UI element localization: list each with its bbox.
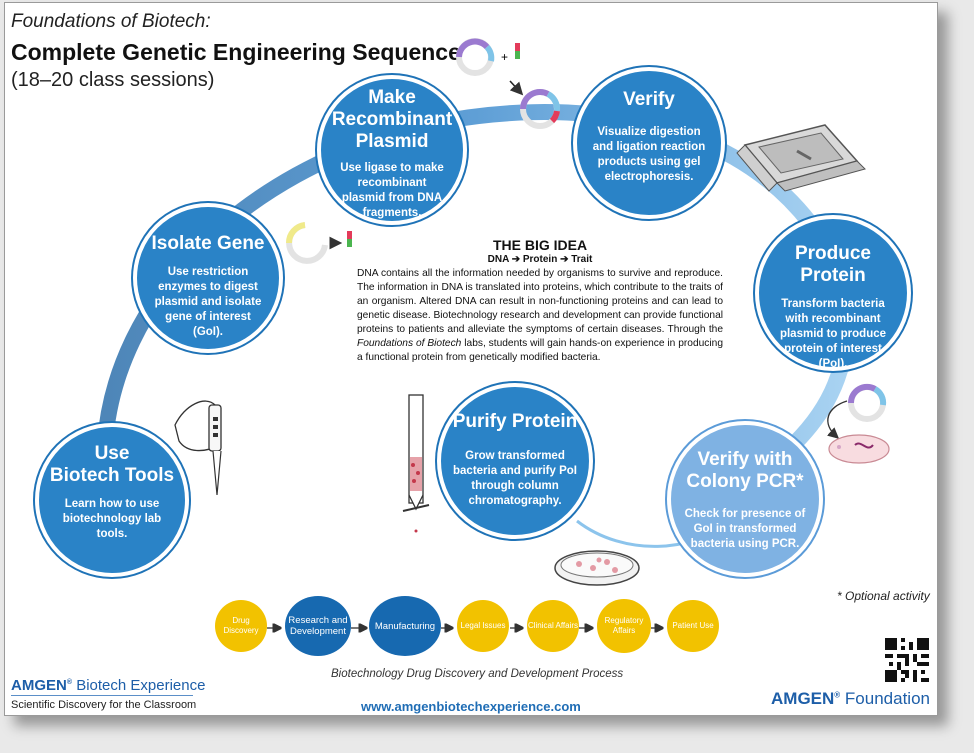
step-body: Visualize digestion and ligation reactio… <box>592 126 706 183</box>
step-title: Verify with Colony PCR* <box>686 449 804 492</box>
step-title: Make Recombinant Plasmid <box>331 87 453 152</box>
logo-text: Biotech Experience <box>76 677 206 694</box>
big-idea-subheading: DNA ➔ Protein ➔ Trait <box>487 254 593 265</box>
amgen-foundation-logo: AMGEN® Foundation <box>771 689 930 708</box>
step-body: Use restriction enzymes to digest plasmi… <box>154 266 262 338</box>
tagline: Scientific Discovery for the Classroom <box>11 699 197 711</box>
logo-text: Foundation <box>844 689 930 708</box>
logo-divider <box>11 695 193 696</box>
svg-text:+: + <box>501 50 508 64</box>
optional-activity-note: * Optional activity <box>837 589 930 603</box>
big-idea-text: DNA contains all the information needed … <box>357 268 723 335</box>
pipeline-caption: Biotechnology Drug Discovery and Develop… <box>331 668 624 680</box>
step-purify-protein: Purify Protein Grow transformed bacteria… <box>437 383 593 539</box>
big-idea-program-name: Foundations of Biotech <box>357 338 462 349</box>
transformation-icon <box>826 383 890 464</box>
step-title: Produce Protein <box>794 243 872 286</box>
step-title: Use Biotech Tools <box>49 443 175 486</box>
pipeline-stage-legal-issues: Legal Issues <box>457 600 509 652</box>
pipeline-stage-patient-use: Patient Use <box>667 600 719 652</box>
big-idea-heading: THE BIG IDEA <box>492 237 588 253</box>
step-produce-protein: Produce Protein Transform bacteria with … <box>755 215 911 371</box>
big-idea-text-end: labs, students will gain hands-on experi… <box>357 338 723 363</box>
step-body: Use ligase to make recombinant plasmid f… <box>340 162 444 219</box>
step-body: Grow transformed bacteria and purify PoI… <box>453 450 577 507</box>
page-title: Complete Genetic Engineering Sequence <box>11 39 461 65</box>
step-use-biotech-tools: Use Biotech Tools Learn how to use biote… <box>35 423 189 577</box>
micropipette-icon <box>174 400 222 496</box>
pipeline-stage-research-development: Research and Development <box>285 596 351 656</box>
big-idea-paragraph: DNA contains all the information needed … <box>357 267 723 365</box>
pipeline-stage-drug-discovery: Drug Discovery <box>215 600 267 652</box>
qr-code[interactable] <box>885 638 929 682</box>
step-title: Verify <box>623 89 675 110</box>
step-verify: Verify Visualize digestion and ligation … <box>573 67 725 219</box>
plasmid-icon: + <box>456 38 520 76</box>
step-title: Isolate Gene <box>151 233 265 254</box>
step-body: Transform bacteria with recombinant plas… <box>779 298 887 370</box>
digested-plasmid-icon <box>285 222 352 264</box>
gel-box-icon <box>736 124 866 192</box>
website-link[interactable]: www.amgenbiotechexperience.com <box>361 699 581 714</box>
pipeline-stage-clinical-affairs: Clinical Affairs <box>527 600 579 652</box>
series-title: Foundations of Biotech: <box>11 11 211 32</box>
step-body: Check for presence of GoI in transformed… <box>684 508 806 550</box>
step-make-recombinant-plasmid: Make Recombinant Plasmid Use ligase to m… <box>317 75 467 225</box>
petri-dish-icon <box>554 550 640 586</box>
logo-mark: AMGEN <box>771 689 835 708</box>
logo-mark: AMGEN <box>11 677 67 694</box>
recombinant-plasmid-icon <box>520 89 561 129</box>
pipeline-stage-manufacturing: Manufacturing <box>369 596 441 656</box>
session-count: (18–20 class sessions) <box>11 69 215 91</box>
amgen-biotech-experience-logo: AMGEN® Biotech Experience <box>11 677 206 694</box>
step-body: Learn how to use biotechnology lab tools… <box>62 498 162 540</box>
pipeline-stage-regulatory-affairs: Regulatory Affairs <box>597 599 651 653</box>
poster: Foundations of Biotech: Complete Genetic… <box>4 2 938 716</box>
step-title: Purify Protein <box>452 411 578 432</box>
big-idea-panel: THE BIG IDEA DNA ➔ Protein ➔ Trait DNA c… <box>357 237 723 365</box>
step-isolate-gene: Isolate Gene Use restriction enzymes to … <box>133 203 283 353</box>
chromatography-column-icon <box>402 394 430 533</box>
step-verify-colony-pcr: Verify with Colony PCR* Check for presen… <box>667 421 823 577</box>
